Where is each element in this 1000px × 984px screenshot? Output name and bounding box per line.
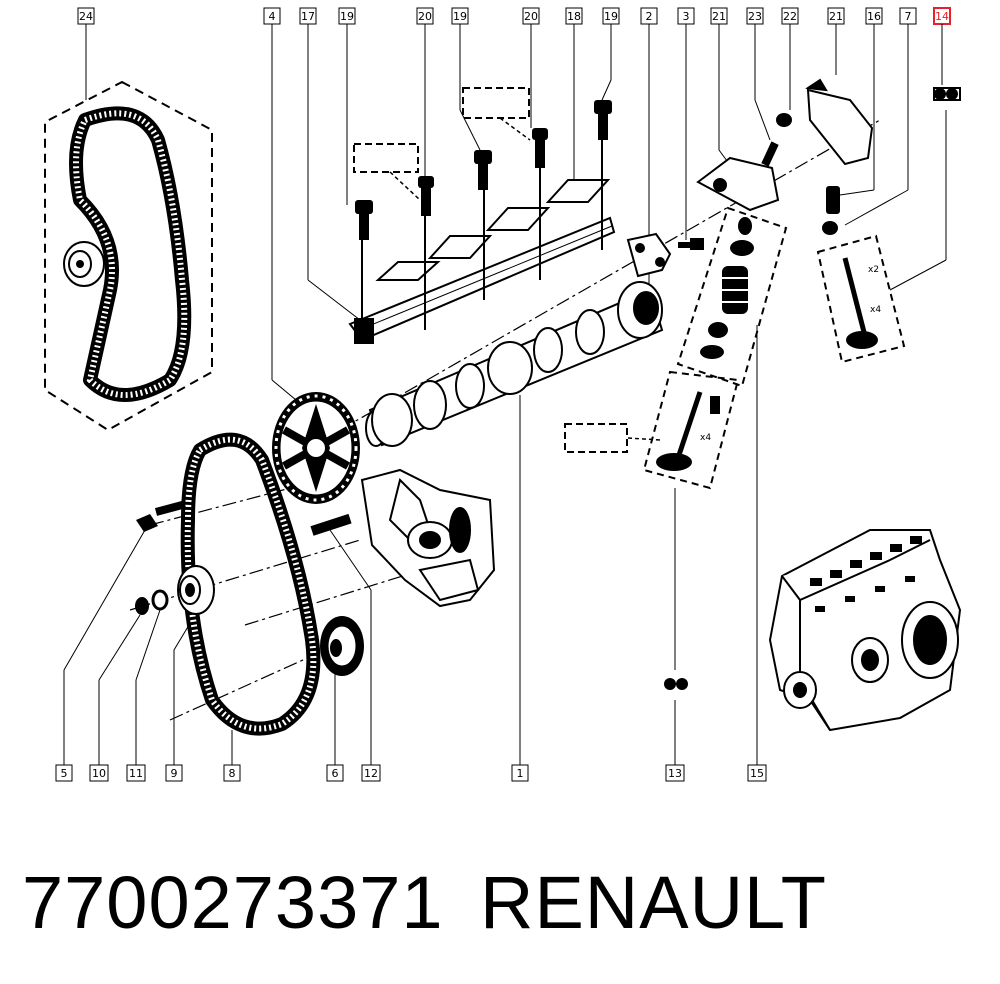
- callout-group-bottom: 5 10 11 9 8 6 12 1 13 15: [55, 764, 767, 782]
- svg-text:14: 14: [935, 10, 949, 23]
- svg-text:19: 19: [340, 10, 354, 23]
- seal-7: [822, 221, 838, 235]
- callout-5[interactable]: 5: [55, 764, 73, 782]
- svg-text:9: 9: [171, 767, 178, 780]
- svg-text:15: 15: [750, 767, 764, 780]
- callout-6[interactable]: 6: [326, 764, 344, 782]
- camshaft-sprocket-4: [272, 392, 360, 504]
- callout-2[interactable]: 2: [640, 7, 658, 25]
- svg-text:7: 7: [905, 10, 912, 23]
- svg-text:22: 22: [783, 10, 797, 23]
- svg-text:12: 12: [364, 767, 378, 780]
- leader-lines: [63, 24, 947, 765]
- exhaust-valve-kit: x2 x4: [816, 234, 906, 364]
- svg-text:19: 19: [453, 10, 467, 23]
- valve-spring-kit-15: [676, 206, 788, 388]
- bolt-20-icon: [418, 128, 548, 216]
- adjuster-screw-23: [761, 141, 779, 167]
- crankshaft-sprocket-6: [320, 616, 364, 676]
- nut-10-icon: [135, 597, 149, 615]
- svg-text:18: 18: [567, 10, 581, 23]
- svg-text:19: 19: [604, 10, 618, 23]
- valve-cotter-14: [933, 87, 961, 101]
- callout-7[interactable]: 7: [899, 7, 917, 25]
- timing-belt-8: [180, 432, 321, 736]
- callout-15[interactable]: 15: [747, 764, 767, 782]
- svg-text:5: 5: [61, 767, 68, 780]
- valve-cotter-13: [664, 678, 688, 690]
- callout-10[interactable]: 10: [89, 764, 109, 782]
- svg-text:x4: x4: [870, 305, 881, 315]
- callout-12[interactable]: 12: [361, 764, 381, 782]
- callout-9[interactable]: 9: [165, 764, 183, 782]
- svg-text:6: 6: [332, 767, 339, 780]
- callout-21[interactable]: 21: [710, 7, 728, 25]
- callout-4[interactable]: 4: [263, 7, 281, 25]
- callout-16[interactable]: 16: [865, 7, 883, 25]
- callout-18[interactable]: 18: [565, 7, 583, 25]
- callout-20[interactable]: 20: [416, 7, 434, 25]
- tensioner-roller-icon: [63, 241, 105, 287]
- svg-text:4: 4: [269, 10, 276, 23]
- engine-block-illustration: [768, 529, 962, 732]
- svg-text:24: 24: [79, 10, 93, 23]
- callout-13[interactable]: 13: [665, 764, 685, 782]
- svg-text:11: 11: [129, 767, 143, 780]
- part-number-caption: 7700273371: [22, 861, 444, 944]
- callout-19[interactable]: 19: [602, 7, 620, 25]
- svg-text:x2: x2: [868, 265, 879, 275]
- bolt-3-icon: [678, 238, 704, 250]
- nut-22: [776, 113, 792, 127]
- svg-text:3: 3: [683, 10, 690, 23]
- callout-1[interactable]: 1: [511, 764, 529, 782]
- svg-text:20: 20: [418, 10, 432, 23]
- thrust-plate-2: [626, 232, 672, 278]
- svg-text:16: 16: [867, 10, 881, 23]
- water-pump-housing: [360, 468, 496, 608]
- svg-text:x4: x4: [700, 433, 711, 443]
- svg-text:17: 17: [301, 10, 315, 23]
- svg-text:23: 23: [748, 10, 762, 23]
- svg-text:21: 21: [712, 10, 726, 23]
- callout-8[interactable]: 8: [223, 764, 241, 782]
- callout-group-top: 24 4 17 19 20 19 20 18 19 2 3 21 23 22 2…: [77, 7, 951, 25]
- svg-text:8: 8: [229, 767, 236, 780]
- washer-11-icon: [151, 589, 169, 611]
- rocker-arm-21a: [696, 156, 780, 212]
- svg-text:13: 13: [668, 767, 682, 780]
- svg-text:10: 10: [92, 767, 106, 780]
- callout-20[interactable]: 20: [522, 7, 540, 25]
- stud-12-icon: [310, 513, 352, 536]
- svg-text:20: 20: [524, 10, 538, 23]
- intake-valve-kit-13: x4: [564, 370, 740, 490]
- bolt-5-icon: [136, 500, 187, 532]
- callout-23[interactable]: 23: [746, 7, 764, 25]
- svg-text:2: 2: [646, 10, 653, 23]
- bolt-19-icon: [355, 100, 612, 240]
- timing-belt-kit-24: [44, 80, 213, 432]
- callout-21[interactable]: 21: [827, 7, 845, 25]
- callout-3[interactable]: 3: [677, 7, 695, 25]
- rocker-arm-21b: [805, 78, 874, 166]
- callout-11[interactable]: 11: [126, 764, 146, 782]
- camshaft-1: [365, 281, 664, 447]
- spring-cap-16: [826, 186, 840, 214]
- callout-14-highlighted[interactable]: 14: [933, 7, 951, 25]
- brand-caption: RENAULT: [480, 861, 827, 944]
- callout-19[interactable]: 19: [338, 7, 356, 25]
- tensioner-pulley-9: [177, 565, 215, 615]
- callout-24[interactable]: 24: [77, 7, 95, 25]
- callout-17[interactable]: 17: [299, 7, 317, 25]
- callout-22[interactable]: 22: [781, 7, 799, 25]
- svg-text:21: 21: [829, 10, 843, 23]
- variant-dashed-box: [353, 87, 530, 173]
- svg-text:1: 1: [517, 767, 524, 780]
- callout-19[interactable]: 19: [451, 7, 469, 25]
- rocker-shaft-assembly: [348, 87, 616, 344]
